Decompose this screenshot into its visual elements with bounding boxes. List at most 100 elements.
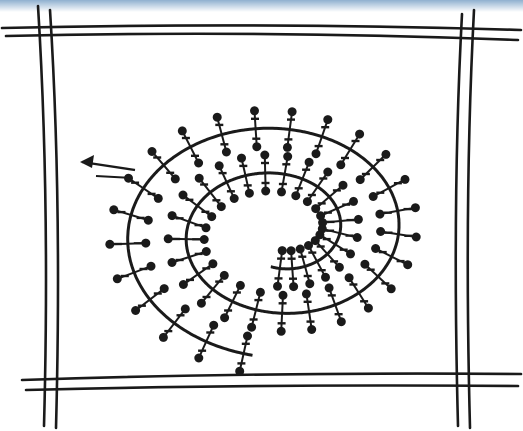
stitch-knot [303, 197, 312, 206]
stitch-knot [305, 279, 314, 288]
arrow-head [80, 155, 94, 168]
stitch-knot [220, 271, 229, 280]
stitch-knot [261, 187, 270, 196]
stitch-knot [217, 202, 226, 211]
stitch-knot [335, 263, 344, 272]
stitch-knot [194, 159, 203, 168]
stitch-knot [337, 317, 346, 326]
stitch-knot [147, 262, 156, 271]
stitch-knot [304, 241, 313, 250]
stitch-knot [360, 260, 369, 269]
stitch-knot [250, 106, 259, 115]
stitch-knot [181, 304, 190, 313]
stitch-knot [178, 126, 187, 135]
stitch-knot [336, 160, 345, 169]
stitch-knot [339, 181, 348, 190]
stitch-knot [164, 234, 173, 243]
stitch-knot [144, 216, 153, 225]
frame-left-line [38, 6, 46, 426]
stitch-knot [194, 354, 203, 363]
stitch-knot [412, 233, 421, 242]
stitch-knot [283, 152, 292, 161]
frame-right-line [456, 14, 462, 426]
stitch-knot [168, 211, 177, 220]
stitch-knot [154, 194, 163, 203]
stitch-knot [200, 235, 209, 244]
stitch-knot [349, 197, 358, 206]
stitch-knot [113, 274, 122, 283]
stitch-knot [245, 189, 254, 198]
stitch-knot [323, 168, 332, 177]
frame-top-line [6, 34, 518, 40]
stitch-knot [243, 332, 252, 341]
frame-icon [2, 6, 521, 428]
stitch-knot [353, 233, 362, 242]
stitch-knot [288, 107, 297, 116]
stitch-knot [375, 210, 384, 219]
stitch-knot [381, 150, 390, 159]
stitch-knot [287, 246, 296, 255]
stitch-knot [105, 240, 114, 249]
stitch-knot [148, 147, 157, 156]
stitch-knot [279, 291, 288, 300]
stitch-knot [277, 187, 286, 196]
stitch-knot [168, 258, 177, 267]
stitch-knot [208, 259, 217, 268]
stitch-knot [235, 367, 244, 376]
stitch-knot [179, 191, 188, 200]
spiral-icon [105, 106, 420, 375]
stitch-knot [252, 142, 261, 151]
frame-right-line [468, 10, 474, 428]
stitch-knot [207, 212, 216, 221]
stitch-knot [160, 284, 169, 293]
stitch-knot [323, 115, 332, 124]
stitch-knot [220, 313, 229, 322]
stitch-knot [215, 161, 224, 170]
stitch-knot [364, 304, 373, 313]
stitch-knot [213, 113, 222, 122]
stitch-knot [312, 149, 321, 158]
stitch-knot [222, 148, 231, 157]
stitch-knot [296, 245, 305, 254]
stitch-knot [354, 215, 363, 224]
frame-left-line [50, 10, 58, 428]
stitch-knot [325, 283, 334, 292]
frame-bottom-line [26, 386, 518, 391]
stitch-knot [141, 239, 150, 248]
stitch-knot [197, 299, 206, 308]
frame-bottom-line [22, 374, 521, 380]
stitch-knot [289, 282, 298, 291]
stitch-knot [260, 151, 269, 160]
stitch-knot [247, 323, 256, 332]
stitch-knot [376, 227, 385, 236]
stitch-knot [179, 280, 188, 289]
stitch-knot [273, 282, 282, 291]
stitch-knot [236, 281, 245, 290]
stitch-knot [209, 321, 218, 330]
stitch-knot [202, 223, 211, 232]
stitch-knot [305, 158, 314, 167]
stitch-knot [291, 191, 300, 200]
stitch-knot [387, 284, 396, 293]
stitch-knot [283, 143, 292, 152]
stitch-knot [256, 288, 265, 297]
stitch-knot [302, 289, 311, 298]
stitch-knot [131, 306, 140, 315]
stitch-knot [202, 247, 211, 256]
stitch-knot [230, 194, 239, 203]
stitch-knot [356, 175, 365, 184]
stitch-knot [109, 205, 118, 214]
stitch-knot [159, 333, 168, 342]
stitch-knot [195, 174, 204, 183]
stitch-knot [345, 273, 354, 282]
stitch-knot [237, 154, 246, 163]
frame-top-line [2, 25, 521, 30]
stitch-knot [411, 203, 420, 212]
stitch-knot [171, 174, 180, 183]
stitch-knot [321, 273, 330, 282]
stitch-knot [277, 327, 286, 336]
stitch-knot [355, 130, 364, 139]
stitch-knot [307, 325, 316, 334]
